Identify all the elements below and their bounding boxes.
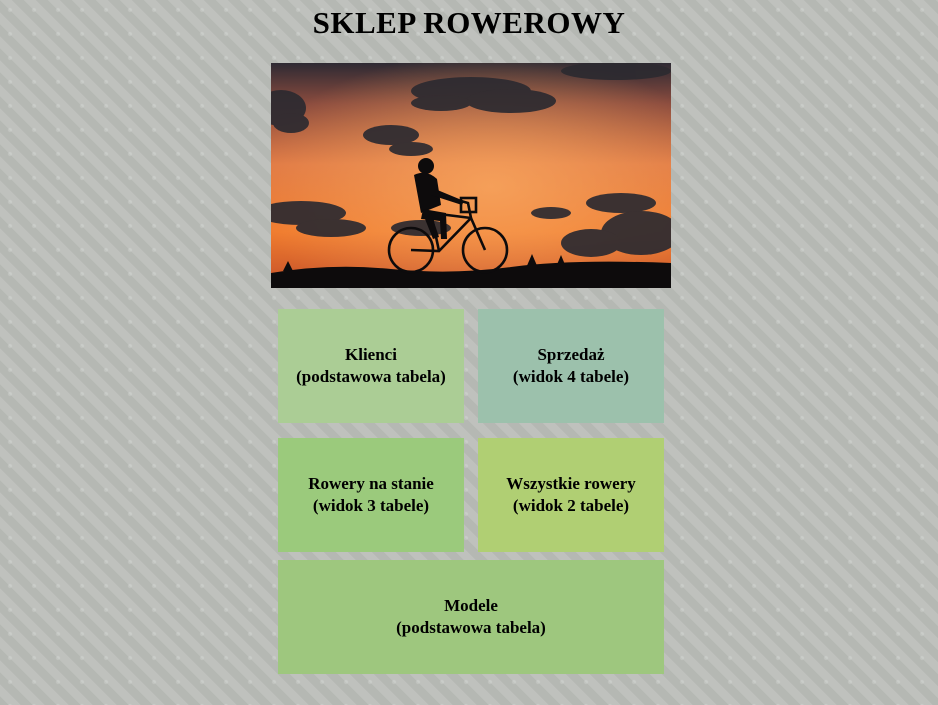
tile-title: Rowery na stanie (308, 474, 434, 493)
tile-subtitle: (widok 4 tabele) (512, 367, 630, 386)
tile-subtitle: (widok 3 tabele) (312, 496, 430, 515)
tile-rowery-na-stanie[interactable]: Rowery na stanie (widok 3 tabele) (278, 438, 464, 552)
page-title: SKLEP ROWEROWY (312, 5, 626, 40)
tile-sprzedaz[interactable]: Sprzedaż (widok 4 tabele) (478, 309, 664, 423)
hero-image (271, 63, 671, 288)
tile-subtitle: (widok 2 tabele) (512, 496, 630, 515)
tile-modele[interactable]: Modele (podstawowa tabela) (278, 560, 664, 674)
tile-subtitle: (podstawowa tabela) (396, 618, 546, 637)
tile-title: Sprzedaż (537, 345, 605, 364)
tile-title: Wszystkie rowery (506, 474, 636, 493)
tile-klienci[interactable]: Klienci (podstawowa tabela) (278, 309, 464, 423)
tile-title: Modele (444, 596, 498, 615)
tile-title: Klienci (345, 345, 397, 364)
cyclist-sunset-photo-icon (271, 63, 671, 288)
tile-subtitle: (podstawowa tabela) (296, 367, 446, 386)
tile-wszystkie-rowery[interactable]: Wszystkie rowery (widok 2 tabele) (478, 438, 664, 552)
